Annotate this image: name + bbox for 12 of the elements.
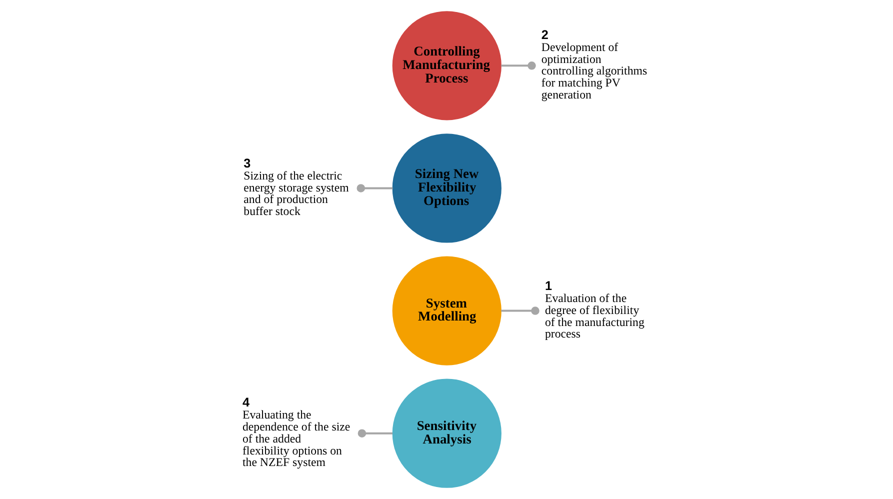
- connector: [358, 429, 392, 438]
- node-circle: Sensitivity Analysis: [392, 378, 502, 488]
- node-text: 2 Development of optimization controlling algorithms for matching PV generation: [541, 28, 648, 102]
- node-text: 1 Evaluation of the degree of flexibility of the manufacturing process: [544, 279, 644, 341]
- node-text: 3 Sizing of the electric energy storage system and of production buffer stock: [244, 156, 349, 218]
- node-circle: Sizing New Flexibility Options: [392, 134, 502, 243]
- node-circle: System Modelling: [392, 256, 502, 366]
- connector: [356, 184, 393, 192]
- connector: [501, 62, 536, 70]
- node-text: 4 Evaluating the dependence of the size of the added flexibility options on the NZEF system: [242, 396, 350, 470]
- connector: [501, 306, 540, 315]
- node-circle: Controlling Manufacturing Process: [392, 11, 502, 120]
